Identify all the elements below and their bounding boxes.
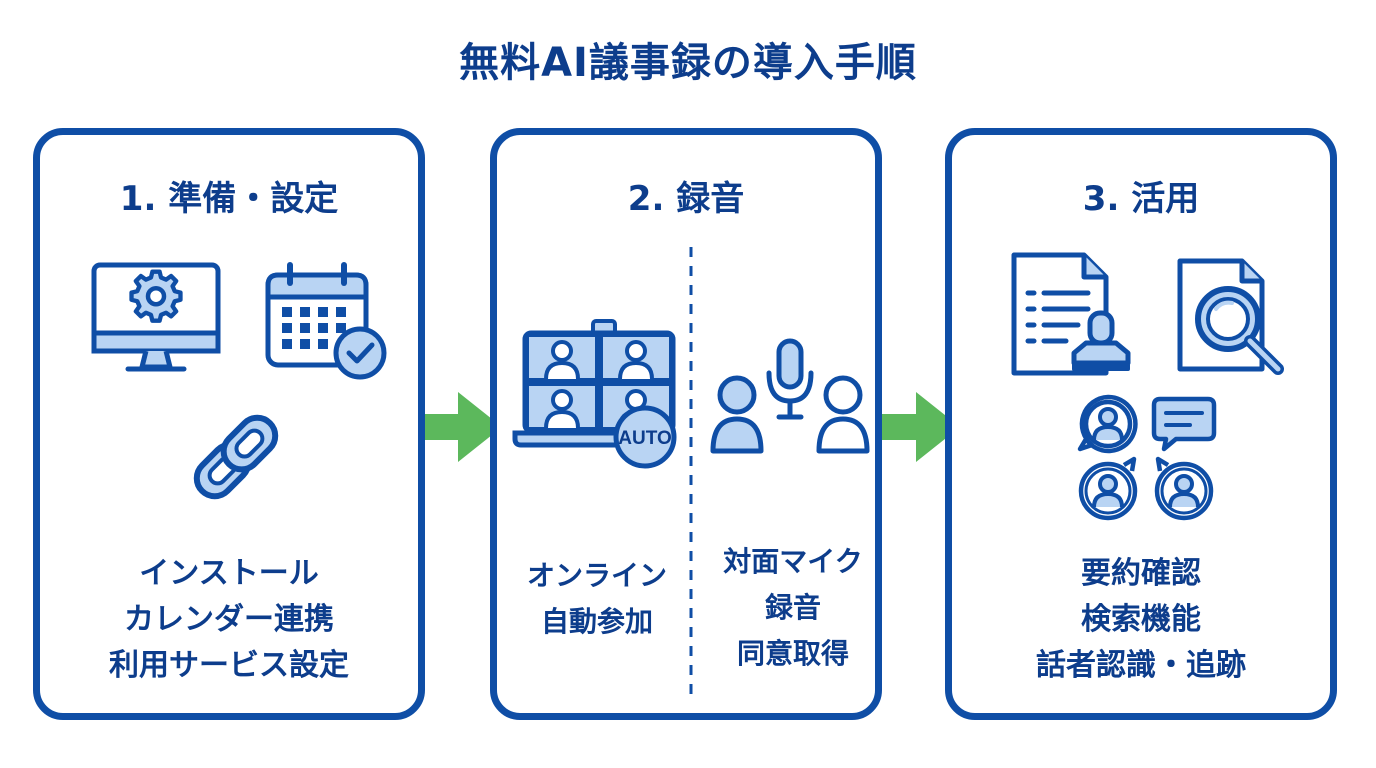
divider [689, 247, 693, 695]
step-line: 自動参加 [540, 605, 653, 638]
step-line: 同意取得 [736, 637, 849, 670]
microphone-people-icon [710, 338, 870, 454]
arrow-right-icon [870, 392, 960, 462]
speakers-chat-icon [1077, 394, 1217, 521]
step-title: 3. 活用 [1082, 179, 1200, 219]
calendar-check-icon [265, 262, 387, 380]
video-meeting-icon: AUTO [512, 319, 677, 469]
step-description: 要約確認 検索機能 話者認識・追跡 [952, 551, 1330, 689]
document-search-icon [1177, 258, 1284, 375]
auto-badge: AUTO [618, 428, 671, 449]
step-line: 録音 [764, 591, 821, 624]
step-panel-use: 3. 活用 [945, 128, 1337, 720]
online-description: オンライン 自動参加 [507, 553, 687, 645]
step-title: 2. 録音 [627, 179, 745, 219]
page-title: 無料AI議事録の導入手順 [459, 40, 917, 86]
step-title: 1. 準備・設定 [119, 179, 339, 219]
step-panel-prepare: 1. 準備・設定 インストール [33, 128, 425, 720]
step-description: インストール カレンダー連携 利用サービス設定 [40, 551, 418, 689]
step-line: 話者認識・追跡 [1036, 648, 1246, 683]
step-line: 対面マイク [723, 545, 863, 578]
arrow-right-icon [412, 392, 502, 462]
step-line: 検索機能 [1081, 602, 1201, 637]
step-line: 要約確認 [1081, 556, 1201, 591]
step-line: インストール [139, 556, 319, 591]
step-line: 利用サービス設定 [109, 648, 349, 683]
document-stamp-icon [1011, 252, 1131, 376]
in-person-description: 対面マイク 録音 同意取得 [703, 539, 883, 677]
step-line: カレンダー連携 [124, 602, 334, 637]
link-chain-icon [193, 414, 279, 500]
step-line: オンライン [526, 559, 667, 592]
step-panel-record: 2. 録音 AUTO [490, 128, 882, 720]
monitor-gear-icon [91, 262, 221, 372]
